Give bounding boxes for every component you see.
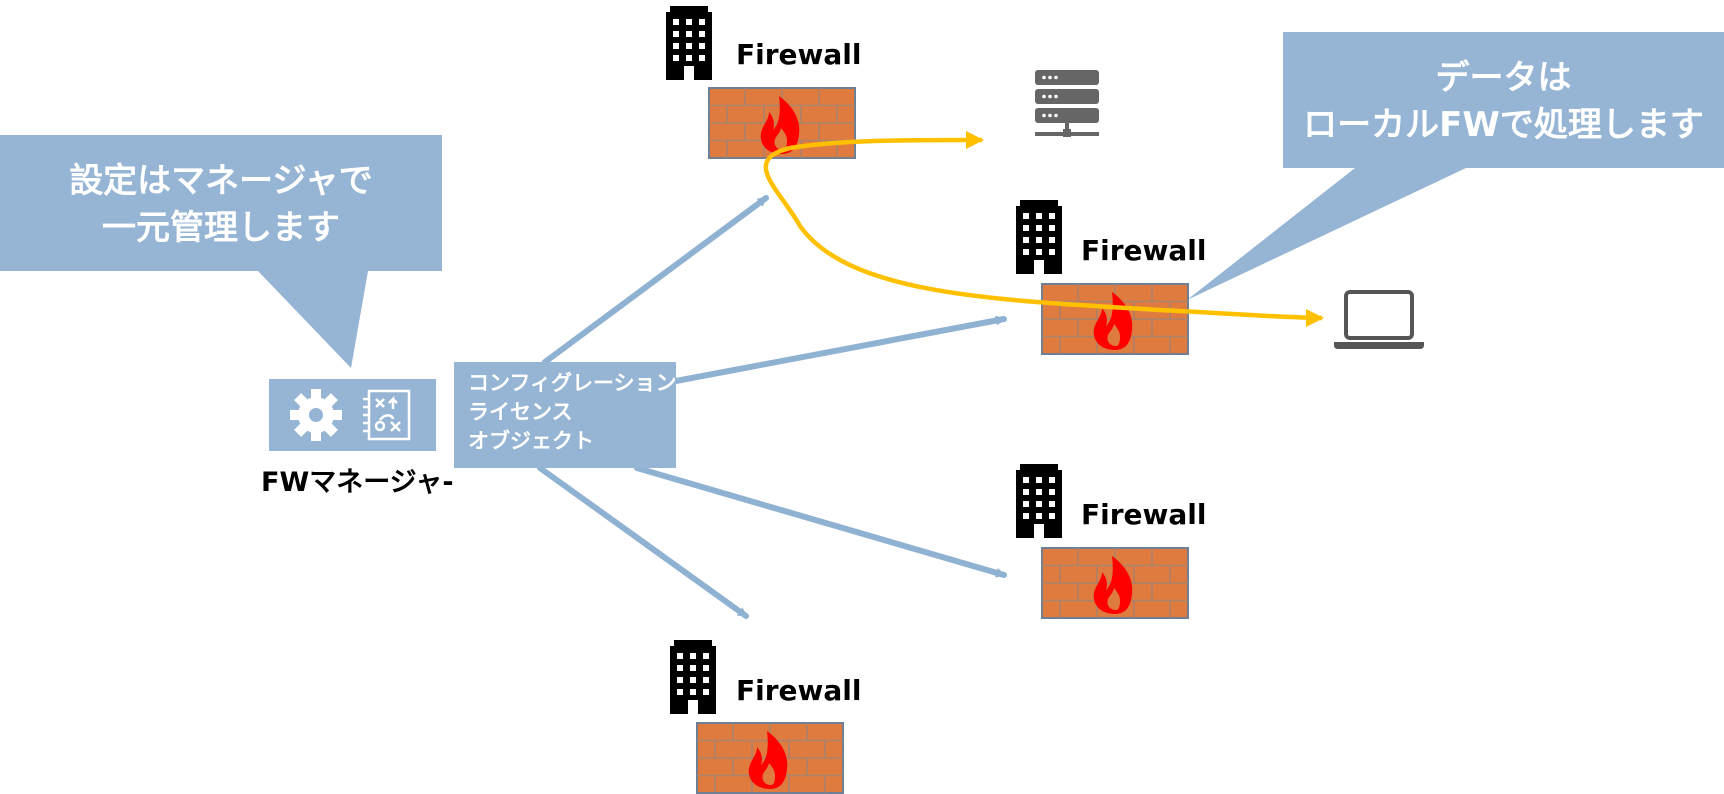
building-icon: [670, 640, 716, 714]
firewall-mid-label: Firewall: [1081, 234, 1207, 267]
callout-right-line-2: ローカルFWで処理します: [1303, 105, 1704, 145]
firewall-low-icon: [1041, 547, 1189, 619]
firewall-top-label: Firewall: [736, 38, 862, 71]
server-icon: [1035, 70, 1099, 137]
firewall-top-icon: [708, 87, 856, 159]
callout-left-line-1: 設定はマネージャで: [69, 161, 373, 201]
firewall-bottom-label: Firewall: [736, 674, 862, 707]
firewall-bottom-icon: [696, 722, 844, 794]
config-line-2: ライセンス: [468, 400, 573, 424]
arrow-to-firewall-mid: [673, 315, 1007, 384]
fw-manager-box: [269, 379, 436, 451]
callout-left-line-2: 一元管理します: [102, 208, 340, 248]
firewall-mid-icon: [1041, 283, 1189, 355]
arrow-to-firewall-bottom: [537, 465, 749, 619]
callout-right: データは ローカルFWで処理します: [1283, 55, 1724, 149]
config-box: コンフィグレーション ライセンス オブジェクト: [454, 362, 677, 468]
building-icon: [1016, 200, 1062, 274]
data-flow-to-server: [789, 131, 984, 151]
strategy-board-icon: [363, 389, 411, 441]
laptop-icon: [1334, 290, 1424, 349]
building-icon: [1016, 464, 1062, 538]
callout-right-shape: [1187, 32, 1724, 300]
arrow-to-firewall-low: [634, 465, 1007, 578]
config-line-1: コンフィグレーション: [468, 371, 677, 395]
callout-left: 設定はマネージャで 一元管理します: [0, 158, 442, 252]
firewall-low-label: Firewall: [1081, 498, 1207, 531]
gear-icon: [290, 389, 342, 441]
callout-right-line-1: データは: [1435, 58, 1572, 98]
data-flow-path: [763, 145, 1324, 327]
arrow-to-firewall-top: [542, 195, 769, 365]
fw-manager-label: FWマネージャ-: [261, 467, 454, 498]
callout-left-shape: [0, 135, 442, 368]
config-line-3: オブジェクト: [468, 429, 594, 453]
building-icon: [666, 6, 712, 80]
